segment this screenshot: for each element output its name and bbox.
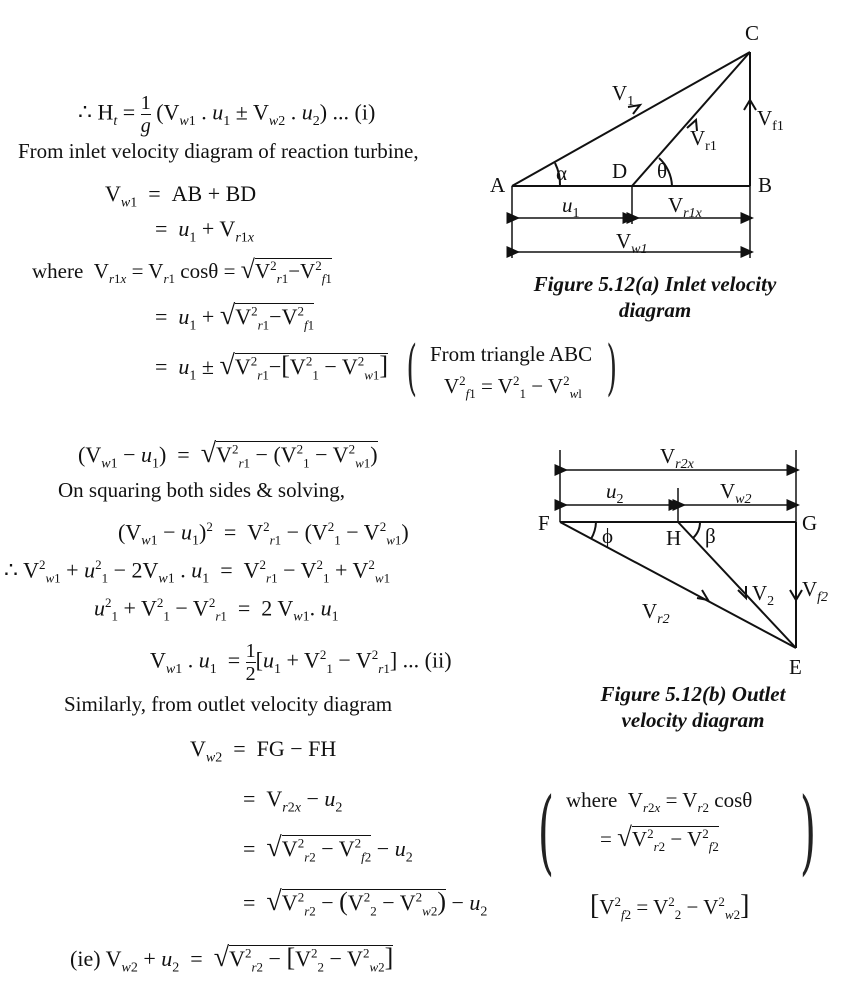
arrow-v1 (627, 103, 643, 115)
paren-right-2: ) (799, 778, 817, 885)
label-point-g: G (802, 511, 817, 535)
caption-fig-a-line2: diagram (618, 298, 692, 322)
line-v1 (511, 51, 751, 187)
angle-phi-arc (590, 521, 597, 540)
label-angle-theta: θ (657, 159, 667, 183)
eq-note-vf2: [V2f2 = V22 − V2w2] (590, 890, 750, 923)
label-angle-beta: β (705, 524, 716, 548)
caption-fig-a-line1: Figure 5.12(a) Inlet velocity (533, 272, 777, 296)
label-vr1: Vr1 (690, 126, 717, 154)
eq-rearranged: u21 + V21 − V2r1 = 2 Vw1. u1 (94, 595, 339, 625)
inlet-velocity-diagram (506, 51, 757, 258)
outlet-velocity-diagram (554, 450, 803, 649)
label-angle-phi: ϕ (602, 524, 613, 548)
angle-beta-arc (692, 521, 701, 539)
text-inlet-intro: From inlet velocity diagram of reaction … (18, 139, 419, 163)
label-point-e: E (789, 655, 802, 679)
eq-sqrt-v2-vw2: = √V2r2 − (V22 − V2w2) − u2 (243, 886, 488, 920)
text-squaring: On squaring both sides & solving, (58, 478, 345, 502)
label-vr2x: Vr2x (660, 444, 695, 472)
label-point-h: H (666, 526, 681, 550)
text-from-triangle: From triangle ABC (430, 342, 593, 366)
arrow-vr2 (696, 589, 710, 602)
label-vw1: Vw1 (616, 229, 648, 257)
label-v1: V1 (612, 81, 634, 109)
arrow-vf1 (743, 98, 757, 111)
caption-fig-b-line2: velocity diagram (621, 708, 765, 732)
label-point-d: D (612, 159, 627, 183)
eq-u1-vr1x: = u1 + Vr1x (155, 216, 254, 246)
eq-note-vr2x: where Vr2x = Vr2 cosθ (566, 788, 753, 816)
line-vr1 (631, 51, 751, 187)
label-v2: V2 (752, 581, 774, 609)
label-u2: u2 (606, 479, 624, 507)
eq-vw2-fg-fh: Vw2 = FG − FH (190, 736, 337, 766)
line-v2 (677, 521, 797, 649)
eq-vw1-ab-bd: Vw1 = AB + BD (105, 181, 257, 211)
label-angle-alpha: α (556, 161, 567, 185)
eq-note-sqrt: = √V2r2 − V2f2 (600, 822, 719, 855)
label-vf1: Vf1 (757, 106, 784, 134)
label-point-b: B (758, 173, 772, 197)
eq-vr1x-cos: where Vr1x = Vr1 cosθ = √V2r1−V2f1 (32, 255, 332, 287)
label-vw2: Vw2 (720, 479, 752, 507)
eq-expanded: ∴ V2w1 + u21 − 2Vw1 . u1 = V2r1 − V21 + … (4, 557, 391, 587)
label-point-f: F (538, 511, 550, 535)
paren-left-1: ( (406, 333, 417, 403)
paren-right-1: ) (606, 333, 617, 403)
arrow-v2 (737, 586, 747, 601)
eq-sqrt-vf2: = √V2r2 − V2f2 − u2 (243, 832, 413, 866)
label-vr1x: Vr1x (668, 193, 703, 221)
angle-alpha-arc (554, 162, 562, 187)
caption-fig-b-line1: Figure 5.12(b) Outlet (600, 682, 786, 706)
label-vf2: Vf2 (802, 577, 828, 605)
eq-u1-sqrt-2: = u1 ± √V2r1−[V21 − V2w1] (155, 350, 389, 384)
text-outlet-intro: Similarly, from outlet velocity diagram (64, 692, 393, 716)
eq-squared: (Vw1 − u1)2 = V2r1 − (V21 − V2w1) (118, 519, 409, 549)
label-u1: u1 (562, 193, 580, 221)
arrow-vf2 (789, 589, 803, 602)
eq-vf1-triangle: V2f1 = V21 − V2wl (444, 373, 582, 402)
eq-u1-sqrt-1: = u1 + √V2r1−V2f1 (155, 300, 315, 334)
line-vr2 (559, 521, 797, 649)
eq-vw1-minus-u1: (Vw1 − u1) = √V2r1 − (V21 − V2w1) (78, 438, 378, 472)
paren-left-2: ( (537, 778, 555, 885)
label-point-a: A (490, 173, 506, 197)
label-vr2: Vr2 (642, 599, 670, 627)
label-point-c: C (745, 21, 759, 45)
arrow-vr1 (686, 117, 698, 132)
eq-ie: (ie) Vw2 + u2 = √V2r2 − [V22 − V2w2] (70, 942, 394, 976)
angle-theta-arc (658, 157, 673, 187)
eq-vr2x-u2: = Vr2x − u2 (243, 786, 343, 816)
